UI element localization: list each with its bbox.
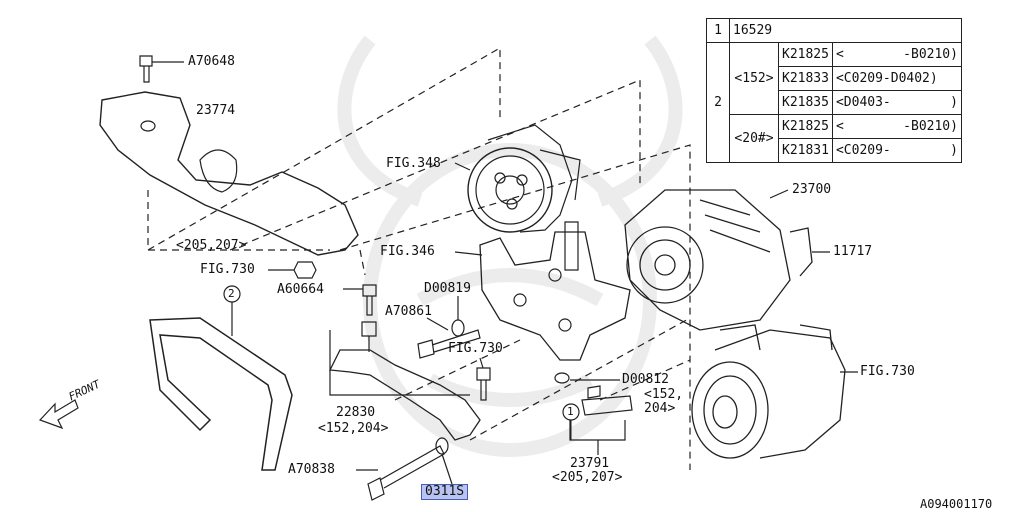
table-range: <C0209-D0402): [831, 66, 962, 91]
label-a70648[interactable]: A70648: [188, 54, 235, 69]
dashed-guide-lines: [147, 46, 691, 470]
label-range-22830: <152,204>: [318, 421, 389, 436]
bracket-22830: [328, 321, 481, 441]
part-reference-table: 1 16529 2 <152> K21825 <-B0210) K21833 <…: [706, 18, 962, 163]
label-range-23791: <205,207>: [552, 470, 623, 485]
table-group-20: <20#>: [729, 114, 779, 163]
compressor-fig730: [691, 324, 846, 459]
bolt-a70838: [367, 445, 445, 501]
bolt-a70648: [139, 55, 153, 83]
drive-belt: [149, 317, 293, 471]
table-part[interactable]: K21835: [778, 90, 833, 115]
table-range: <-B0210): [831, 114, 962, 139]
table-range: <-B0210): [831, 42, 962, 67]
table-marker-1: 1: [706, 18, 730, 43]
table-part[interactable]: K21825: [778, 42, 833, 67]
table-marker-2: 2: [706, 42, 730, 163]
table-range: <D0403-): [831, 90, 962, 115]
front-arrow: [38, 399, 79, 430]
label-range-top: <205,207>: [176, 238, 247, 253]
table-row: 2 <152> K21825 <-B0210): [706, 42, 962, 163]
label-fig348[interactable]: FIG.348: [386, 156, 441, 171]
label-a70838[interactable]: A70838: [288, 462, 335, 477]
pump-assembly-fig348: [467, 124, 581, 233]
label-fig730-top[interactable]: FIG.730: [200, 262, 255, 277]
label-a60664[interactable]: A60664: [277, 282, 324, 297]
diagram-id: A094001170: [920, 497, 993, 511]
label-0311s-highlighted[interactable]: 0311S: [421, 484, 469, 500]
label-a70861[interactable]: A70861: [385, 304, 432, 319]
label-range-d00812-b: 204>: [644, 401, 676, 416]
table-part[interactable]: 16529: [729, 18, 962, 43]
label-11717[interactable]: 11717: [833, 244, 873, 259]
label-23791[interactable]: 23791: [570, 456, 610, 471]
alternator-23700: [624, 189, 813, 331]
label-fig346[interactable]: FIG.346: [380, 244, 435, 259]
marker-circle-1: 1: [567, 405, 574, 418]
label-23700[interactable]: 23700: [792, 182, 832, 197]
label-22830[interactable]: 22830: [336, 405, 376, 420]
label-fig730-right[interactable]: FIG.730: [860, 364, 915, 379]
label-23774[interactable]: 23774: [196, 103, 236, 118]
table-row: K21833 <C0209-D0402): [707, 66, 962, 91]
table-part[interactable]: K21825: [778, 114, 833, 139]
table-row: <20#> K21825 <-B0210): [707, 114, 962, 163]
bracket-23791: [569, 385, 633, 455]
table-row: K21831 <C0209-): [707, 138, 962, 163]
label-fig730-mid[interactable]: FIG.730: [448, 341, 503, 356]
bracket-fig346: [479, 221, 631, 361]
label-d00812[interactable]: D00812: [622, 372, 669, 387]
label-d00819[interactable]: D00819: [424, 281, 471, 296]
cover-23774-shape: [99, 91, 359, 256]
table-part[interactable]: K21833: [778, 66, 833, 91]
table-part[interactable]: K21831: [778, 138, 833, 163]
table-range: <C0209-): [831, 138, 962, 163]
table-row: 1 16529: [706, 18, 962, 43]
table-group-152: <152>: [729, 42, 779, 115]
marker-circle-2: 2: [228, 287, 235, 300]
label-range-d00812-a: <152,: [644, 387, 684, 402]
